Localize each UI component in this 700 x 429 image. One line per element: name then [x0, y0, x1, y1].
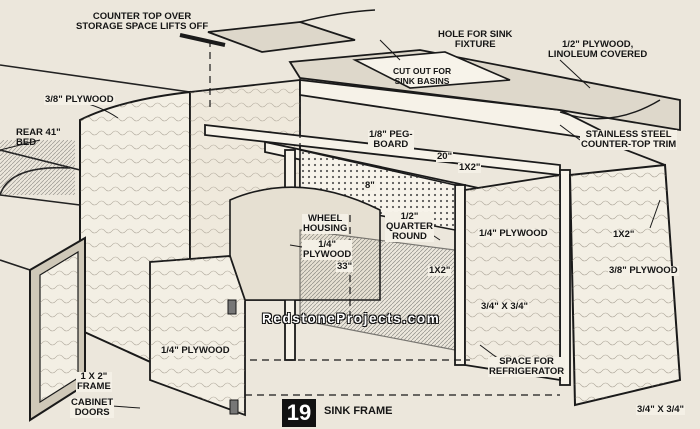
label-1x2-frame: 1 X 2" FRAME	[76, 372, 112, 392]
label-dim-8: 8"	[364, 180, 376, 191]
label-counter-top-over: COUNTER TOP OVER STORAGE SPACE LIFTS OFF	[76, 12, 208, 32]
label-space-for-refrigerator-line1: SPACE FOR	[499, 356, 554, 367]
label-stainless-steel-line1: STAINLESS STEEL	[585, 129, 672, 140]
label-dim-33: 33"	[336, 261, 354, 272]
label-dim-1x2-mid: 1X2"	[428, 265, 452, 276]
label-cut-out-line2: SINK BASINS	[394, 76, 450, 86]
pegboard-panel	[299, 149, 456, 231]
label-quarter-round: 1/2" QUARTER ROUND	[385, 212, 434, 242]
label-wheel-plywood: 1/4" PLYWOOD	[302, 239, 353, 260]
label-pegboard-line1: 1/8" PEG-	[369, 129, 413, 140]
label-wheel-housing-line1: WHEEL	[308, 213, 343, 224]
label-hole-for-sink-line2: FIXTURE	[454, 39, 496, 50]
label-half-plywood: 1/2" PLYWOOD, LINOLEUM COVERED	[548, 40, 647, 60]
label-cabinet-doors-line2: DOORS	[74, 407, 110, 418]
figure-number-badge: 19	[282, 399, 316, 427]
label-wheel-housing: WHEEL HOUSING	[302, 213, 349, 234]
label-wheel-plywood-line1: 1/4"	[318, 239, 336, 250]
front-quarter-plywood-section	[149, 255, 246, 417]
label-wheel-housing-line2: HOUSING	[303, 223, 348, 234]
label-stainless-steel-line2: COUNTER-TOP TRIM	[581, 139, 677, 150]
label-rear-bed-line1: REAR 41"	[16, 127, 61, 138]
label-dim-1x2-right: 1X2"	[612, 229, 636, 240]
sink-counter-top	[288, 49, 681, 132]
label-half-plywood-line2: LINOLEUM COVERED	[548, 49, 648, 60]
label-counter-top-over-line2: STORAGE SPACE LIFTS OFF	[76, 21, 209, 32]
right-side-panel	[568, 139, 682, 407]
label-space-for-refrigerator-line2: REFRIGERATOR	[489, 366, 565, 377]
label-hole-for-sink-line1: HOLE FOR SINK	[438, 29, 513, 40]
storage-counter-top-lid	[179, 9, 376, 53]
watermark-text: RedstoneProjects.com	[262, 311, 441, 326]
label-dim-20: 20"	[436, 151, 454, 162]
label-1x2-frame-line2: FRAME	[77, 381, 111, 392]
label-stainless-steel: STAINLESS STEEL COUNTER-TOP TRIM	[580, 129, 678, 150]
label-cut-out: CUT OUT FOR SINK BASINS	[393, 66, 451, 86]
label-three-eighths-plywood-left: 3/8" PLYWOOD	[44, 94, 115, 105]
label-space-for-refrigerator: SPACE FOR REFRIGERATOR	[488, 356, 566, 377]
label-three-quarter-bottom: 3/4" x 3/4"	[636, 404, 686, 415]
label-quarter-round-line2: QUARTER	[386, 221, 433, 232]
label-quarter-round-line3: ROUND	[392, 231, 427, 242]
label-counter-top-over-line1: COUNTER TOP OVER	[92, 11, 192, 22]
interior-shadow	[299, 229, 456, 351]
label-pegboard-line2: BOARD	[373, 139, 409, 150]
label-dim-1x2-top: 1X2"	[458, 162, 482, 173]
label-quarter-plywood-mid: 1/4" PLYWOOD	[478, 228, 549, 239]
figure-caption: SINK FRAME	[324, 405, 393, 417]
label-cut-out-line1: CUT OUT FOR	[393, 66, 452, 76]
label-quarter-round-line1: 1/2"	[400, 211, 419, 222]
label-half-plywood-line1: 1/2" PLYWOOD,	[562, 39, 634, 50]
label-rear-bed: REAR 41" BED	[16, 128, 61, 148]
label-cabinet-doors: CABINET DOORS	[70, 397, 115, 418]
label-hole-for-sink: HOLE FOR SINK FIXTURE	[438, 30, 512, 50]
label-cabinet-doors-line1: CABINET	[71, 397, 114, 408]
label-three-eighths-plywood-right: 3/8" PLYWOOD	[608, 265, 679, 276]
label-wheel-plywood-line2: PLYWOOD	[303, 249, 352, 260]
open-cabinet-door	[29, 236, 86, 422]
center-quarter-plywood-panel	[464, 173, 561, 382]
label-three-quarter-x-mid: 3/4" x 3/4"	[480, 301, 530, 312]
label-1x2-frame-line1: 1 X 2"	[80, 371, 108, 382]
label-quarter-plywood-door: 1/4" PLYWOOD	[160, 345, 231, 356]
bed-texture	[0, 140, 75, 195]
label-rear-bed-line2: BED	[16, 137, 37, 148]
label-pegboard: 1/8" PEG- BOARD	[368, 130, 414, 150]
